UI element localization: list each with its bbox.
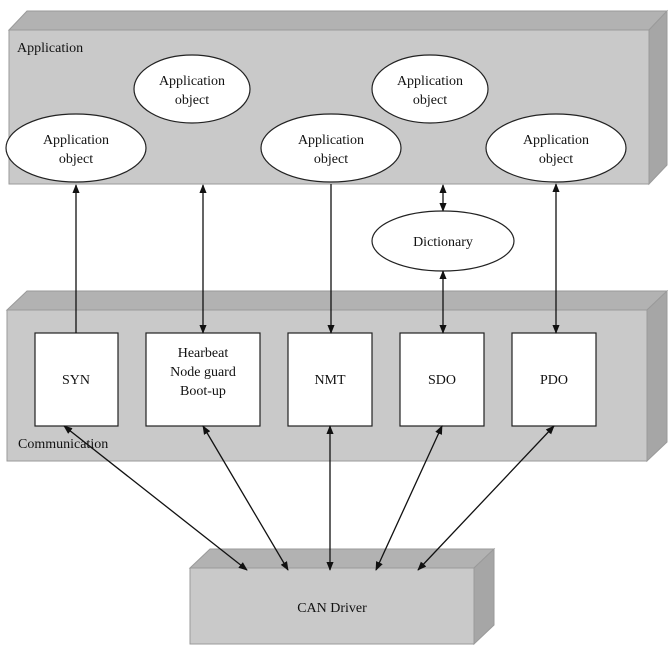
application-object: Application object <box>371 54 489 124</box>
svg-text:object: object <box>59 152 93 167</box>
svg-text:NMT: NMT <box>314 373 346 388</box>
svg-text:Application: Application <box>159 74 225 89</box>
svg-text:PDO: PDO <box>540 373 568 388</box>
svg-text:Node guard: Node guard <box>170 365 236 380</box>
svg-text:Boot-up: Boot-up <box>180 384 226 399</box>
application-layer-label: Application <box>17 41 83 56</box>
arrow-heartbeat-driver <box>202 425 289 571</box>
svg-text:object: object <box>539 152 573 167</box>
svg-text:object: object <box>413 93 447 108</box>
sdo-box: SDO <box>399 332 485 427</box>
syn-box: SYN <box>34 332 119 427</box>
application-object: Application object <box>485 113 627 183</box>
application-object: Application object <box>133 54 251 124</box>
can-driver-label: CAN Driver <box>297 601 367 616</box>
svg-text:SDO: SDO <box>428 373 456 388</box>
svg-text:SYN: SYN <box>62 373 90 388</box>
svg-text:Application: Application <box>43 133 109 148</box>
svg-text:Application: Application <box>523 133 589 148</box>
svg-text:Application: Application <box>298 133 364 148</box>
application-object: Application object <box>260 113 402 183</box>
nmt-box: NMT <box>287 332 373 427</box>
dictionary: Dictionary <box>371 210 515 272</box>
application-object: Application object <box>5 113 147 183</box>
svg-text:object: object <box>314 152 348 167</box>
svg-text:Hearbeat: Hearbeat <box>178 346 229 361</box>
can-driver-layer: CAN Driver <box>188 547 496 646</box>
arrow-pdo-driver <box>417 425 555 571</box>
heartbeat-box: Hearbeat Node guard Boot-up <box>145 332 261 427</box>
svg-text:object: object <box>175 93 209 108</box>
svg-text:Application: Application <box>397 74 463 89</box>
pdo-box: PDO <box>511 332 597 427</box>
svg-text:Dictionary: Dictionary <box>413 235 473 250</box>
